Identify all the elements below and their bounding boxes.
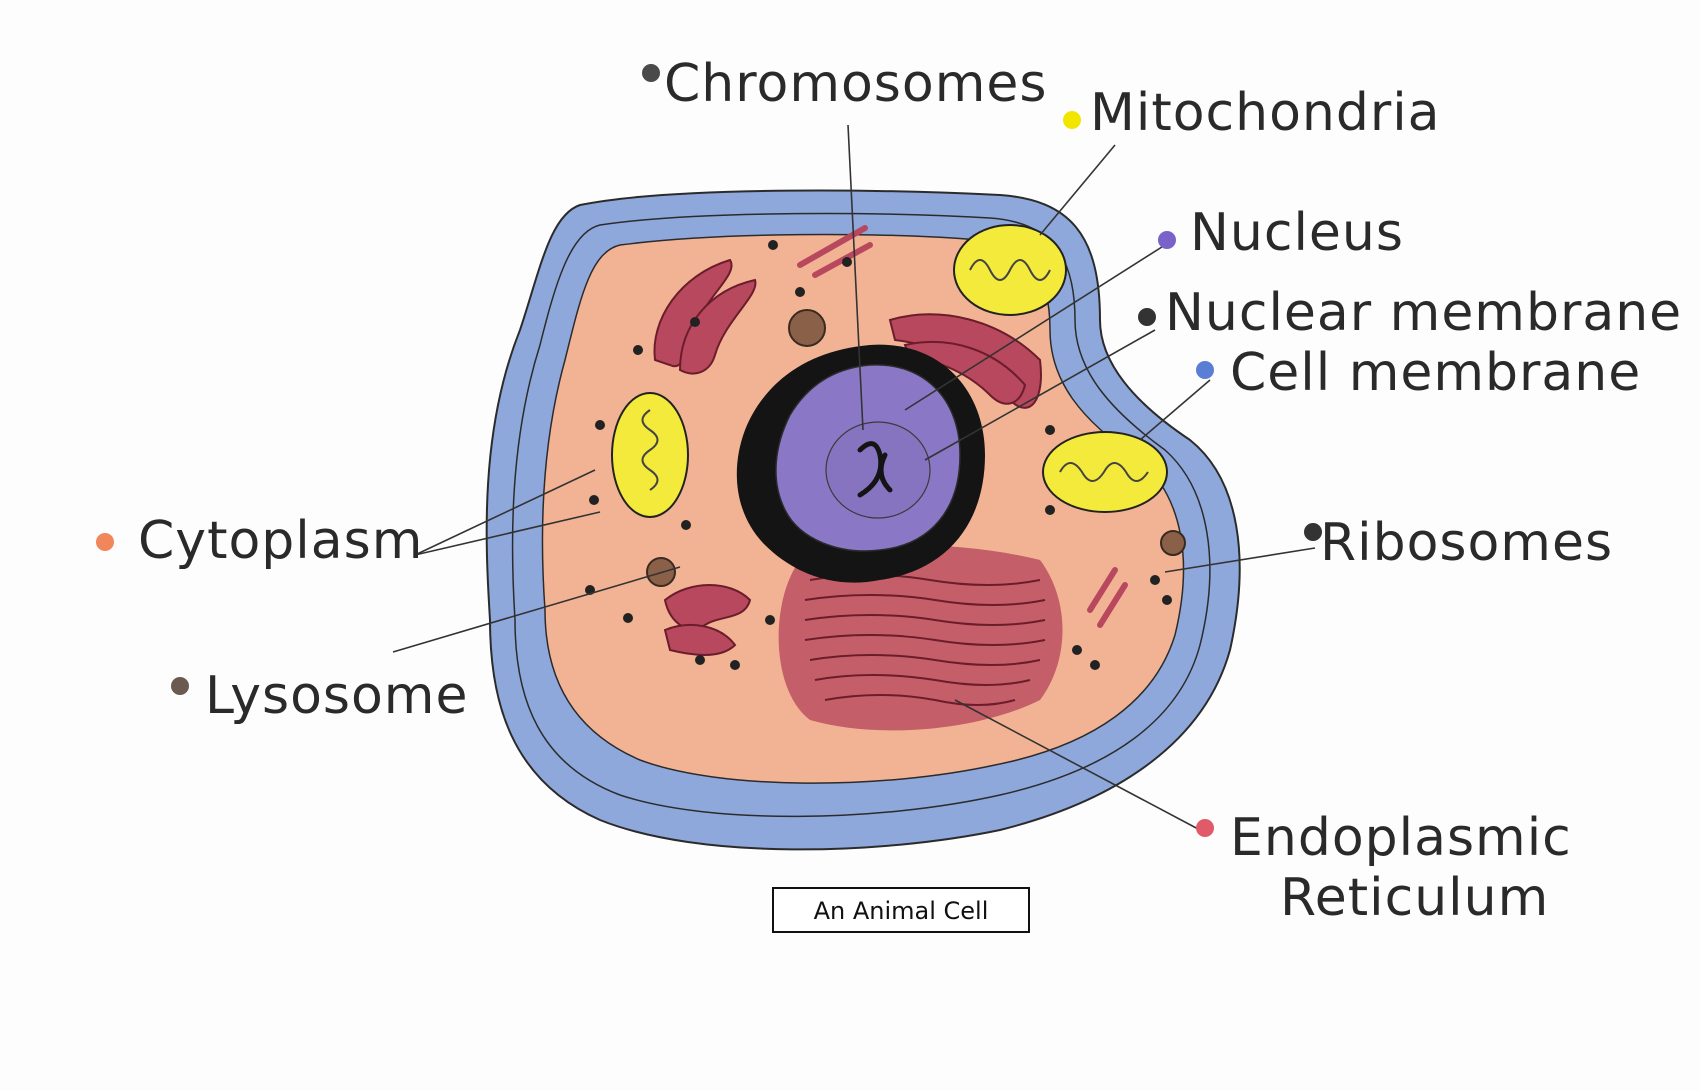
label-endoplasmic-reticulum: Endoplasmic Reticulum: [1196, 808, 1572, 928]
cell-membrane-dot: [1196, 361, 1214, 379]
nuclear-membrane-label: Nuclear membrane: [1165, 283, 1682, 343]
mitochondria-label: Mitochondria: [1090, 83, 1441, 143]
label-ribosomes: Ribosomes: [1304, 513, 1613, 573]
cytoplasm-label: Cytoplasm: [138, 511, 423, 571]
nucleus-label: Nucleus: [1190, 203, 1404, 263]
label-mitochondria: Mitochondria: [1063, 83, 1441, 143]
ribosomes-dot: [1304, 523, 1322, 541]
mitochondrion-left: [611, 392, 689, 518]
lysosome-dot: [171, 677, 189, 695]
mitochondrion-top-right: [953, 224, 1067, 316]
caption-label: An Animal Cell: [814, 897, 989, 925]
label-lysosome: Lysosome: [171, 666, 468, 726]
ribosome-dots: [585, 240, 1172, 670]
label-cytoplasm: Cytoplasm: [96, 511, 423, 571]
label-nuclear-membrane: Nuclear membrane: [1138, 283, 1682, 343]
label-nucleus: Nucleus: [1158, 203, 1404, 263]
golgi-lower-left: [663, 584, 752, 656]
mitochondrion-right: [1042, 431, 1168, 513]
chromosome-shape: [857, 441, 893, 498]
caption-box: An Animal Cell: [772, 887, 1030, 933]
lysosome-label: Lysosome: [205, 666, 468, 726]
ribosomes-label: Ribosomes: [1320, 513, 1613, 573]
er-folds: [804, 574, 1046, 706]
er-label-line1: Endoplasmic: [1230, 808, 1572, 868]
cell-membrane-label: Cell membrane: [1230, 343, 1641, 403]
leader-lines: [392, 124, 1316, 831]
golgi-upper-right: [888, 313, 1042, 409]
er-label-line2: Reticulum: [1280, 868, 1549, 928]
er-dot: [1196, 819, 1214, 837]
label-cell-membrane: Cell membrane: [1196, 343, 1641, 403]
mitochondria-dot: [1063, 111, 1081, 129]
caption-frame: [772, 887, 1030, 933]
chromosomes-label: Chromosomes: [664, 54, 1047, 114]
label-chromosomes: Chromosomes: [642, 54, 1047, 114]
lysosomes: [646, 309, 1186, 587]
nucleus-dot: [1158, 231, 1176, 249]
cytoplasm-dot: [96, 533, 114, 551]
nuclear-membrane-dot: [1138, 308, 1156, 326]
chromosomes-dot: [642, 64, 660, 82]
